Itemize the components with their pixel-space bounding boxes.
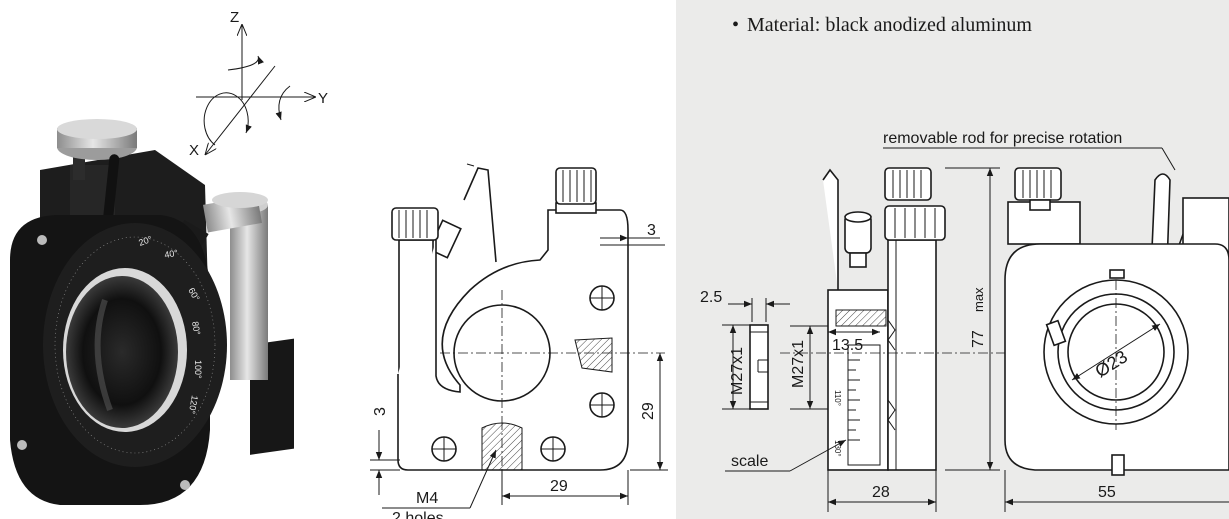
material-bullet: • Material: black anodized aluminum [732,14,1032,37]
thread-body: M27x1 [790,340,807,388]
front-rod-tip [466,163,475,167]
lens-aperture [66,276,178,428]
front-section-right [574,337,613,373]
front-knob-right [555,167,597,205]
dial-mark-40: 40° [164,248,180,260]
mount-screw-1 [37,235,47,245]
z-axis-label: Z [230,9,239,26]
dim-3-top: 3 [647,222,656,239]
side-rod [822,168,839,290]
dim-77: 77 [970,330,987,348]
product-photo: 20° 40° 60° 80° 100° 120° [10,119,294,505]
side-knob-top [884,167,932,201]
front-rod [463,167,497,263]
side-post [887,239,937,471]
dim-28: 28 [872,484,890,501]
x-axis-label: X [189,142,199,159]
dim-29-width: 29 [550,478,568,495]
mount-screw-3 [180,480,190,490]
side-section [835,309,887,327]
rear-slot-top [1109,269,1125,279]
dim-3-base: 3 [372,407,389,416]
dial-mark-120: 120° [187,395,200,415]
scale-mark-130: 130° [833,440,842,457]
rear-screw-bottom [1111,454,1125,476]
dim-29-height: 29 [640,402,657,420]
rear-view-drawing: Ø23 removable rod for precise rotation 5… [883,130,1229,512]
rear-knob [1014,167,1062,201]
dim-max: max [971,287,986,312]
spring-bottom [887,399,896,431]
thread-ring: M27x1 [729,347,746,395]
adapter-ring [749,324,769,410]
x-axis-line [205,65,276,155]
side-post [230,205,268,380]
dial-mark-20: 20° [137,234,154,248]
lens-reflection [94,299,113,412]
mount-screw-2 [17,440,27,450]
side-view-drawing: 2.5 M27x1 110° 130° [700,167,1229,512]
dial-scale [54,236,216,454]
bullet-dot: • [732,14,740,36]
material-text: Material: black anodized aluminum [747,14,1032,36]
dim-55: 55 [1098,484,1116,501]
dial-mark-80: 80° [190,321,202,337]
rear-screw-left [1045,319,1067,347]
y-axis-label: Y [318,90,328,107]
scale-label: scale [731,453,768,470]
z-rotation-arrow [227,55,264,71]
scale-mark-110: 110° [833,390,842,406]
top-knob-face [57,119,137,139]
rotation-axes-diagram: Z Y X [189,9,328,159]
side-knob-face [212,192,268,208]
dim-2-5: 2.5 [700,289,722,306]
spring-top [887,319,896,351]
side-scale [847,344,881,466]
y-rotation-arrow [275,85,291,121]
holes-count: 2 holes [392,510,444,519]
x-rotation-arrow [203,92,252,146]
thread-m4: M4 [416,490,438,507]
dim-13-5: 13.5 [832,337,863,354]
dial-mark-100: 100° [193,360,203,379]
rod-label: removable rod for precise rotation [883,130,1122,147]
front-view-drawing: 3 29 3 29 M4 2 holes [370,163,668,519]
